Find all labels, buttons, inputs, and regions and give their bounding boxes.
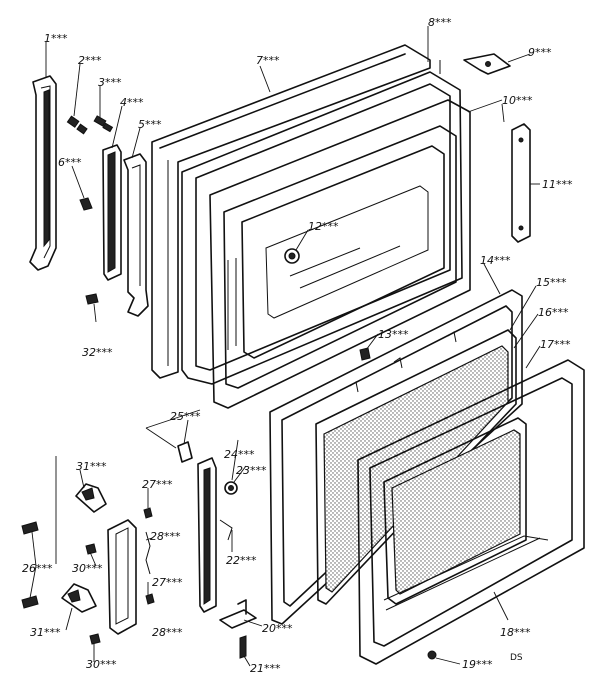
glass-door-frame bbox=[269, 289, 523, 625]
latch-mechanism bbox=[107, 519, 151, 635]
label-part-25: 25*** bbox=[170, 410, 201, 423]
label-part-27-upper: 27*** bbox=[142, 478, 173, 491]
label-part-1: 1*** bbox=[44, 32, 68, 45]
label-part-3: 3*** bbox=[98, 76, 122, 89]
label-part-17: 17*** bbox=[540, 338, 571, 351]
label-part-5: 5*** bbox=[138, 118, 162, 131]
label-part-4: 4*** bbox=[120, 96, 144, 109]
label-part-13: 13*** bbox=[378, 328, 409, 341]
door-screen-seal bbox=[315, 329, 517, 605]
screws-lower bbox=[21, 507, 155, 645]
inner-door-frame bbox=[209, 99, 471, 409]
hinge-plate bbox=[463, 53, 511, 75]
label-part-11: 11*** bbox=[542, 178, 573, 191]
label-part-20: 20*** bbox=[262, 622, 293, 635]
side-bracket bbox=[511, 123, 531, 243]
label-part-22: 22*** bbox=[226, 554, 257, 567]
bracket-25 bbox=[177, 441, 193, 463]
label-part-31-lower: 31*** bbox=[30, 626, 61, 639]
label-part-10: 10*** bbox=[502, 94, 533, 107]
screw-19 bbox=[427, 650, 437, 660]
screw-13 bbox=[359, 347, 371, 361]
label-part-6: 6*** bbox=[58, 156, 82, 169]
label-part-9: 9*** bbox=[528, 46, 552, 59]
handle-bracket bbox=[123, 153, 149, 317]
label-part-24: 24*** bbox=[224, 448, 255, 461]
label-part-2: 2*** bbox=[78, 54, 102, 67]
grommet bbox=[284, 248, 300, 264]
label-part-16: 16*** bbox=[538, 306, 569, 319]
label-part-30-lower: 30*** bbox=[86, 658, 117, 671]
cam-parts bbox=[219, 481, 238, 541]
latch-hooks bbox=[61, 483, 107, 613]
label-part-28-upper: 28*** bbox=[150, 530, 181, 543]
label-part-28-lower: 28*** bbox=[152, 626, 183, 639]
label-part-12: 12*** bbox=[308, 220, 339, 233]
label-part-26: 26*** bbox=[22, 562, 53, 575]
label-part-31-upper: 31*** bbox=[76, 460, 107, 473]
label-part-23: 23*** bbox=[236, 464, 267, 477]
label-part-18: 18*** bbox=[500, 626, 531, 639]
label-part-27-lower: 27*** bbox=[152, 576, 183, 589]
hinge-bracket-lower bbox=[219, 599, 257, 659]
label-part-15: 15*** bbox=[536, 276, 567, 289]
door-liner-frame bbox=[181, 60, 463, 385]
label-part-8: 8*** bbox=[428, 16, 452, 29]
drawing-code: DS bbox=[510, 653, 523, 663]
outer-glass-frame bbox=[357, 359, 585, 665]
label-part-7: 7*** bbox=[256, 54, 280, 67]
part-labels: 1*** 2*** 3*** 4*** 5*** 6*** 7*** 8*** … bbox=[22, 16, 573, 675]
label-part-30-upper: 30*** bbox=[72, 562, 103, 575]
screws-6-32 bbox=[79, 197, 99, 305]
clip-screws bbox=[66, 115, 114, 135]
label-part-32: 32*** bbox=[82, 346, 113, 359]
latch-strip bbox=[197, 457, 217, 613]
label-part-14: 14*** bbox=[480, 254, 511, 267]
leader-lines bbox=[29, 26, 541, 667]
outer-door-panel bbox=[151, 44, 431, 379]
handle-part bbox=[29, 75, 57, 271]
trim-strip bbox=[102, 144, 122, 281]
label-part-19: 19*** bbox=[462, 658, 493, 671]
label-part-21: 21*** bbox=[250, 662, 281, 675]
